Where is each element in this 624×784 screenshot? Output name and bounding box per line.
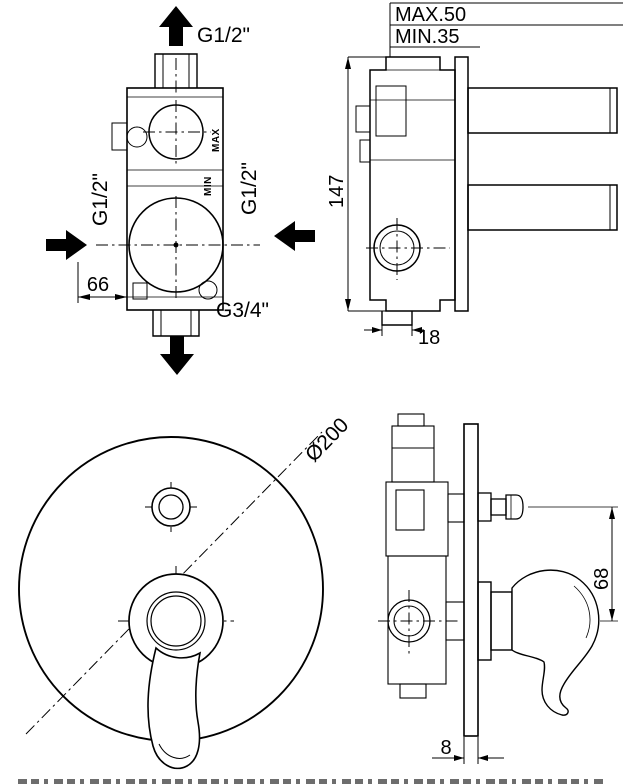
dim-66-label: 66 [87,274,109,296]
dim-147-label: 147 [326,175,348,208]
dim-8-label: 8 [440,737,451,759]
max-marking: MAX [211,128,222,152]
trim-side-view: 68 8 [378,413,618,764]
left-connection-label: G1/2" [89,173,112,226]
stop-ring-detail [355,105,371,133]
valve-side-body [369,56,456,312]
diverter-button-side [477,492,524,522]
mixer-cartridge-circle [128,197,224,293]
max-depth-label: MAX.50 [395,4,466,26]
diverter-cartridge-circle [148,104,204,160]
side-fitting [111,122,128,151]
handle-side [477,569,600,716]
valve-behind-wall [385,413,465,699]
plate-diameter-label: Ø200 [301,414,353,467]
diverter-knob [151,487,191,527]
cropped-caption-text [18,779,606,784]
flow-arrow-left-icon [46,230,87,260]
dimension-8: 8 [432,737,504,764]
bottom-connection-label: G3/4" [216,299,269,322]
right-connection-label: G1/2" [238,162,261,215]
rough-in-front-view: 66 G1/2" G1/2" G1/2" G3/4" MAX MIN [46,6,315,375]
screw-boss [198,280,218,300]
dim-18-label: 18 [418,327,440,349]
top-port-stub [154,53,198,88]
supply-pipe-bottom [467,184,618,231]
flow-arrow-up-icon [159,6,193,46]
bracket-detail [132,282,148,300]
valve-body-outline [126,87,224,311]
supply-pipe-top [467,87,618,134]
handle-lever [147,646,202,770]
min-marking: MIN [203,176,214,196]
flow-arrow-right-icon [274,221,315,251]
rough-in-side-view: MAX.50 MIN.35 147 [326,2,623,349]
bottom-outlet-stub [381,311,413,326]
bottom-port-stub [152,310,200,337]
mounting-plate-side [454,56,469,312]
dimension-147: 147 [326,56,390,312]
dimension-66: 66 [77,262,127,303]
top-connection-label: G1/2" [197,24,250,47]
trim-front-view: Ø200 [18,414,353,770]
depth-range-callout: MAX.50 MIN.35 [389,2,623,57]
dimension-68: 68 [528,506,618,622]
flow-arrow-down-icon [160,336,194,375]
outlet-port-circle [373,224,421,272]
handle-escutcheon-ring [128,573,224,669]
wall-plate-side [463,423,479,737]
dimension-18: 18 [364,325,440,349]
min-depth-label: MIN.35 [395,26,459,48]
dim-68-label: 68 [591,568,613,590]
